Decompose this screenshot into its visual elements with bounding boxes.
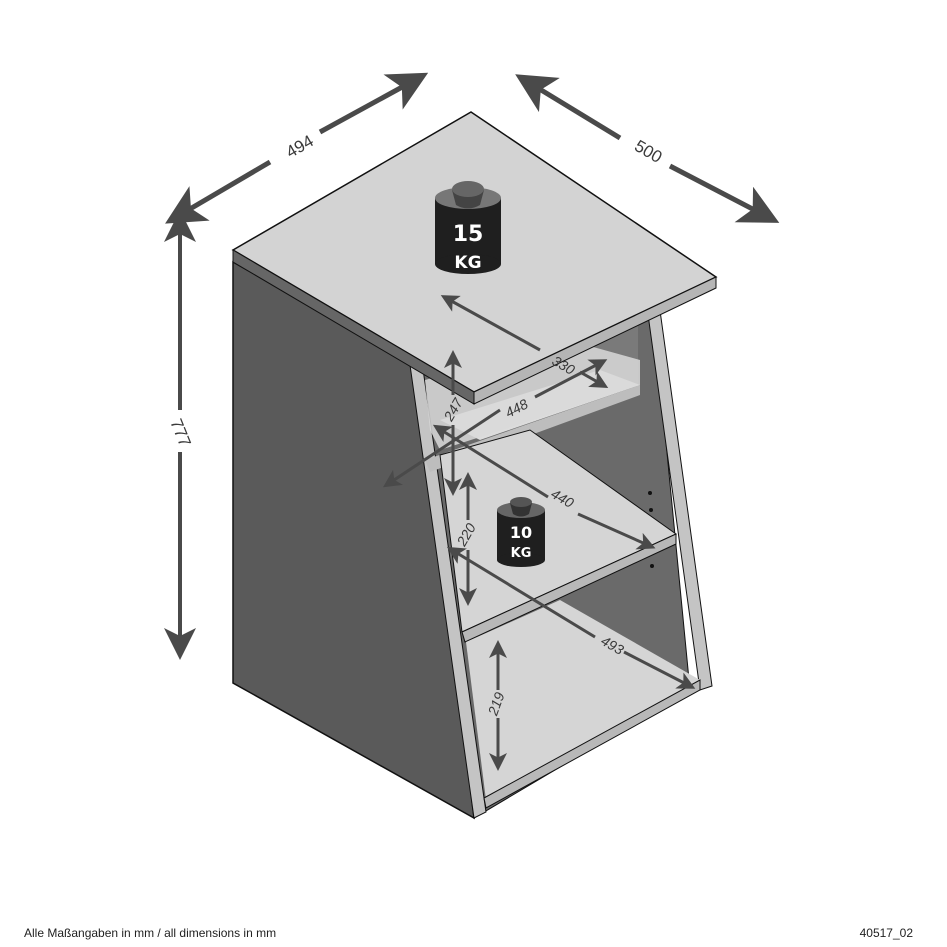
width-dimension-arrow xyxy=(165,72,429,224)
top-load-value: 15 xyxy=(453,222,484,247)
depth-dimension-arrow xyxy=(515,74,780,223)
units-note: Alle Maßangaben in mm / all dimensions i… xyxy=(24,926,277,940)
shelf-load-value: 10 xyxy=(510,523,532,542)
shelf-load-unit: KG xyxy=(511,546,532,561)
middle-shelf-width-arrow xyxy=(432,424,656,550)
depth-label: 500 xyxy=(631,136,665,167)
bottom-shelf-height-label: 219 xyxy=(484,690,507,719)
weight-10kg-icon: 10 KG xyxy=(497,497,545,567)
middle-shelf xyxy=(439,429,677,643)
height-label: 777 xyxy=(166,416,194,449)
drawing-code: 40517_02 xyxy=(859,926,913,940)
bottom-shelf xyxy=(466,600,701,809)
width-label: 494 xyxy=(283,131,317,162)
weight-15kg-icon: 15 KG xyxy=(435,181,501,274)
compartment-width-arrow xyxy=(382,359,608,488)
bottom-shelf-width-arrow xyxy=(446,546,696,689)
top-load-unit: KG xyxy=(454,253,481,273)
compartment-depth-arrow xyxy=(440,295,609,388)
